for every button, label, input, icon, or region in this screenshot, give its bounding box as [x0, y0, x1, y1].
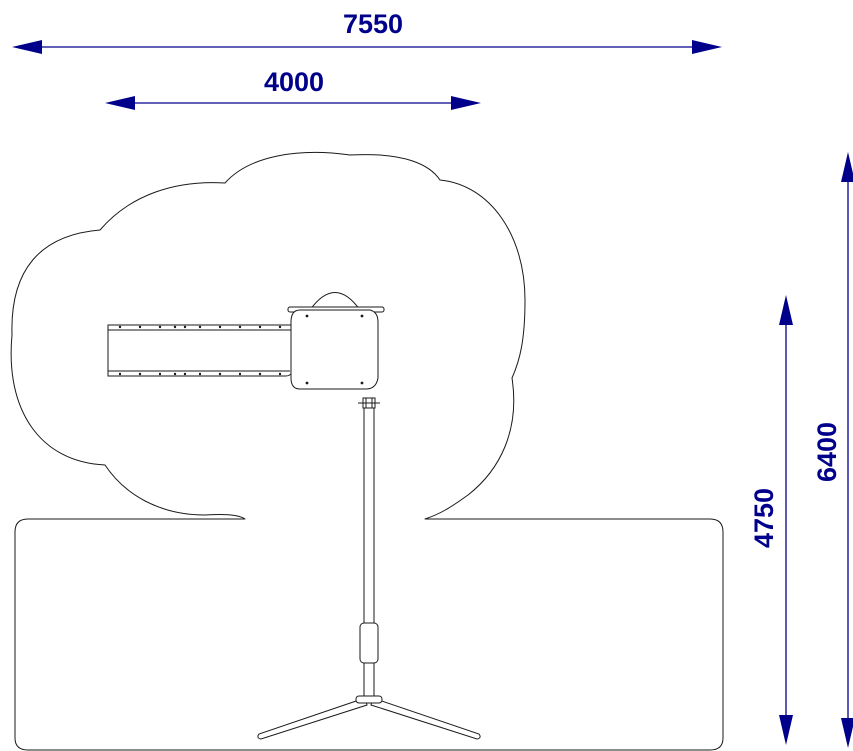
dimension-label-zone-height: 4750: [749, 488, 779, 548]
platform: [290, 309, 379, 390]
slide-rivets-bottom: [118, 372, 282, 376]
dimension-label-overall-height: 6400: [812, 422, 842, 482]
dimension-zone-width: 4000: [105, 67, 481, 110]
pole-connector: [358, 397, 380, 409]
dimension-zone-height: 4750: [749, 295, 793, 745]
pole-sleeve: [359, 622, 379, 664]
slide-chute: [107, 324, 299, 377]
slide-rivets-top: [118, 325, 282, 329]
dimension-overall-height: 6400: [812, 152, 853, 748]
platform-bolts: [305, 314, 364, 385]
tripod-base: [257, 695, 481, 740]
dimension-label-overall-width: 7550: [343, 9, 403, 39]
safety-zone-outline: [10, 151, 724, 751]
support-pole: [359, 407, 379, 699]
dimension-label-zone-width: 4000: [264, 67, 324, 97]
dimension-overall-width: 7550: [12, 9, 722, 54]
